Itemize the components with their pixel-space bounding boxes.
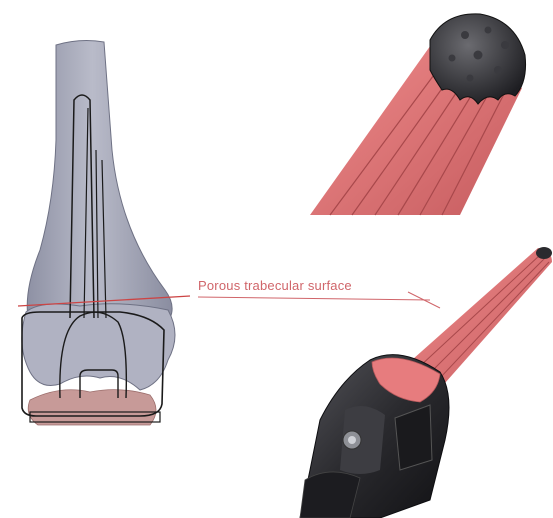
femur-implant-diagram bbox=[18, 41, 190, 425]
tibia-shape bbox=[28, 390, 156, 425]
render-condyle bbox=[300, 472, 360, 518]
femur-shaft bbox=[27, 41, 172, 318]
callout-label: Porous trabecular surface bbox=[198, 278, 352, 293]
stem-tip-closeup bbox=[310, 14, 526, 215]
render-stem-tip bbox=[536, 247, 552, 259]
callout-leader-line bbox=[198, 297, 430, 300]
render-screw-head bbox=[348, 436, 356, 444]
